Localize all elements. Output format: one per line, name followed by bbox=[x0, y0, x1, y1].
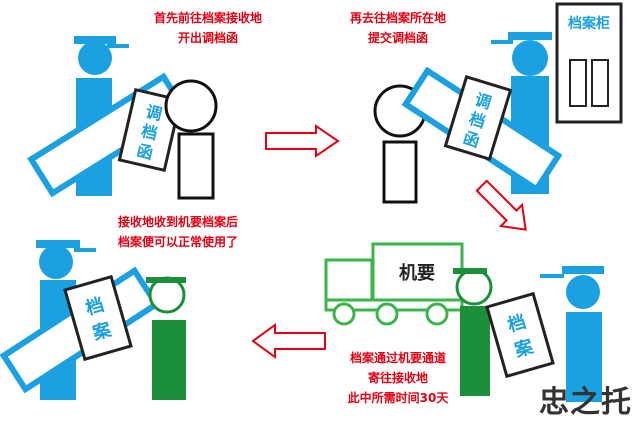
green-receiver bbox=[146, 276, 186, 400]
panel-1-request: 调 档 函 bbox=[27, 36, 218, 200]
folder-char: 档 bbox=[83, 293, 106, 319]
letter-char: 档 bbox=[467, 109, 488, 132]
transfer-letter-card-right: 调 档 函 bbox=[443, 74, 513, 162]
arrow-right bbox=[265, 124, 340, 158]
outline-person-left bbox=[164, 79, 218, 200]
step-1-line-1: 首先前往档案接收地 bbox=[153, 11, 262, 25]
panel-2-submit: 调 档 函 档案柜 bbox=[373, 2, 623, 204]
letter-char: 档 bbox=[139, 121, 159, 143]
blue-worker-bottom bbox=[540, 266, 604, 402]
step-4-caption: 接收地收到机要档案后 档案便可以正常使用了 bbox=[88, 212, 268, 252]
step-4-line-2: 档案便可以正常使用了 bbox=[117, 235, 238, 249]
confidential-mail-truck: 机要 bbox=[324, 242, 464, 326]
arrow-left bbox=[251, 323, 326, 359]
truck-label: 机要 bbox=[399, 263, 435, 284]
cabinet-label: 档案柜 bbox=[568, 15, 610, 32]
archive-folder-right: 档 案 bbox=[485, 291, 555, 379]
step-3-line-1: 档案通过机要通道 bbox=[349, 351, 446, 365]
archive-folder-left: 档 案 bbox=[63, 274, 133, 362]
green-driver bbox=[453, 268, 493, 396]
letter-char: 函 bbox=[461, 128, 482, 151]
step-2-line-1: 再去往档案所在地 bbox=[349, 11, 446, 25]
step-3-line-2: 寄往接收地 bbox=[367, 371, 428, 385]
letter-char: 调 bbox=[144, 102, 164, 124]
step-1-line-2: 开出调档函 bbox=[177, 31, 238, 45]
step-1-caption: 首先前往档案接收地 开出调档函 bbox=[128, 8, 288, 48]
folder-char: 档 bbox=[505, 310, 528, 336]
archive-cabinet: 档案柜 bbox=[555, 2, 623, 124]
step-2-caption: 再去往档案所在地 提交调档函 bbox=[328, 8, 468, 48]
watermark-logo: 忠之托 bbox=[539, 385, 632, 420]
step-4-line-1: 接收地收到机要档案后 bbox=[117, 215, 238, 229]
step-3-caption: 档案通过机要通道 寄往接收地 此中所需时间30天 bbox=[328, 348, 468, 408]
panel-4-received: 档 案 bbox=[0, 240, 186, 400]
panel-3-transport: 机要 档 案 bbox=[324, 242, 604, 402]
step-3-line-3: 此中所需时间30天 bbox=[347, 391, 449, 405]
arrow-down-right bbox=[475, 179, 527, 231]
letter-char: 调 bbox=[473, 90, 494, 113]
step-2-line-2: 提交调档函 bbox=[367, 31, 428, 45]
letter-char: 函 bbox=[135, 141, 155, 163]
